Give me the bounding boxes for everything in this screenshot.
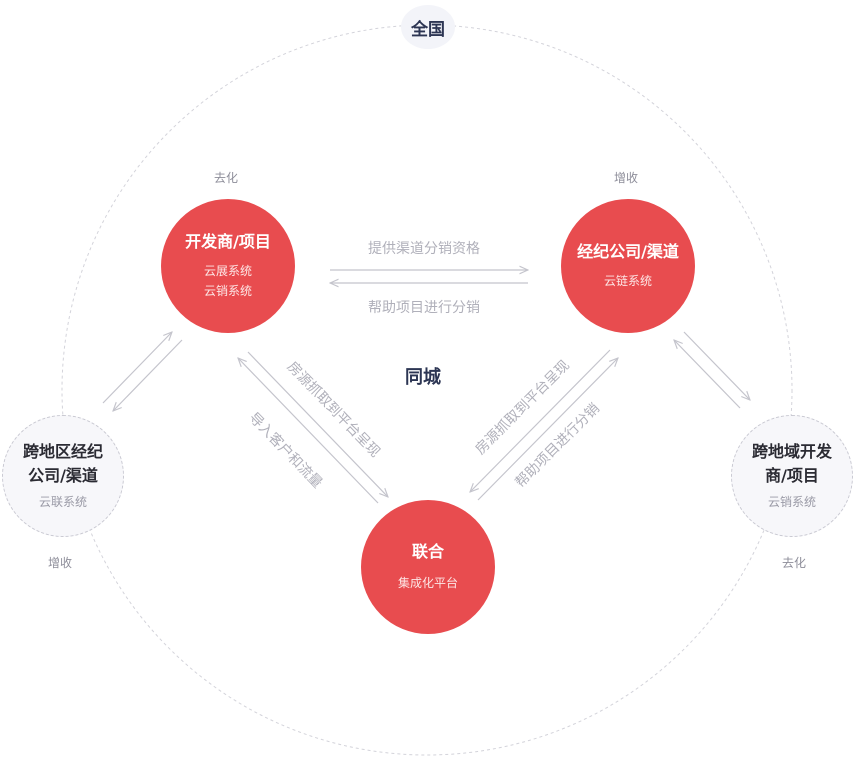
cross-agency-title-2: 公司/渠道 xyxy=(28,466,98,485)
cross-agency-node: 跨地区经纪 公司/渠道 云联系统 xyxy=(2,415,124,537)
national-scope-label: 全国 xyxy=(401,5,455,49)
arrow-agency-to-union xyxy=(470,349,611,492)
developer-tag: 去化 xyxy=(214,171,239,185)
cross-developer-title-2: 商/项目 xyxy=(765,466,819,485)
union-sub-1: 集成化平台 xyxy=(397,576,458,590)
agency-node: 经纪公司/渠道 云链系统 xyxy=(561,199,695,333)
flow-dev-to-agency-label: 提供渠道分销资格 xyxy=(368,241,480,257)
arrow-agency-to-cross-dev xyxy=(683,331,750,400)
agency-sub-1: 云链系统 xyxy=(603,274,652,288)
cross-developer-sub: 云销系统 xyxy=(767,495,816,509)
local-scope-label: 同城 xyxy=(405,367,441,388)
developer-sub-1: 云展系统 xyxy=(203,264,252,278)
cross-developer-title-1: 跨地域开发 xyxy=(751,442,832,461)
union-node: 联合 集成化平台 xyxy=(361,500,495,634)
developer-node: 开发商/项目 云展系统 云销系统 xyxy=(161,199,295,333)
cross-agency-tag: 增收 xyxy=(48,556,73,570)
arrow-union-to-agency xyxy=(477,358,618,501)
developer-sub-2: 云销系统 xyxy=(203,284,252,298)
cross-agency-sub: 云联系统 xyxy=(38,495,87,509)
developer-title: 开发商/项目 xyxy=(185,232,271,251)
arrow-union-to-dev xyxy=(238,358,379,504)
agency-title: 经纪公司/渠道 xyxy=(577,242,679,261)
union-title: 联合 xyxy=(411,542,444,561)
arrow-dev-to-union xyxy=(247,351,388,497)
agency-tag: 增收 xyxy=(614,171,639,185)
arrow-dev-to-cross-agency xyxy=(113,339,183,411)
cross-agency-title-1: 跨地区经纪 xyxy=(22,442,103,461)
arrow-cross-dev-to-agency xyxy=(674,340,741,409)
national-scope-ring xyxy=(61,24,793,756)
flow-agency-to-dev-label: 帮助项目进行分销 xyxy=(368,300,480,316)
arrow-cross-agency-to-dev xyxy=(102,332,172,404)
cross-developer-tag: 去化 xyxy=(782,556,807,570)
cross-developer-node: 跨地域开发 商/项目 云销系统 xyxy=(731,415,853,537)
